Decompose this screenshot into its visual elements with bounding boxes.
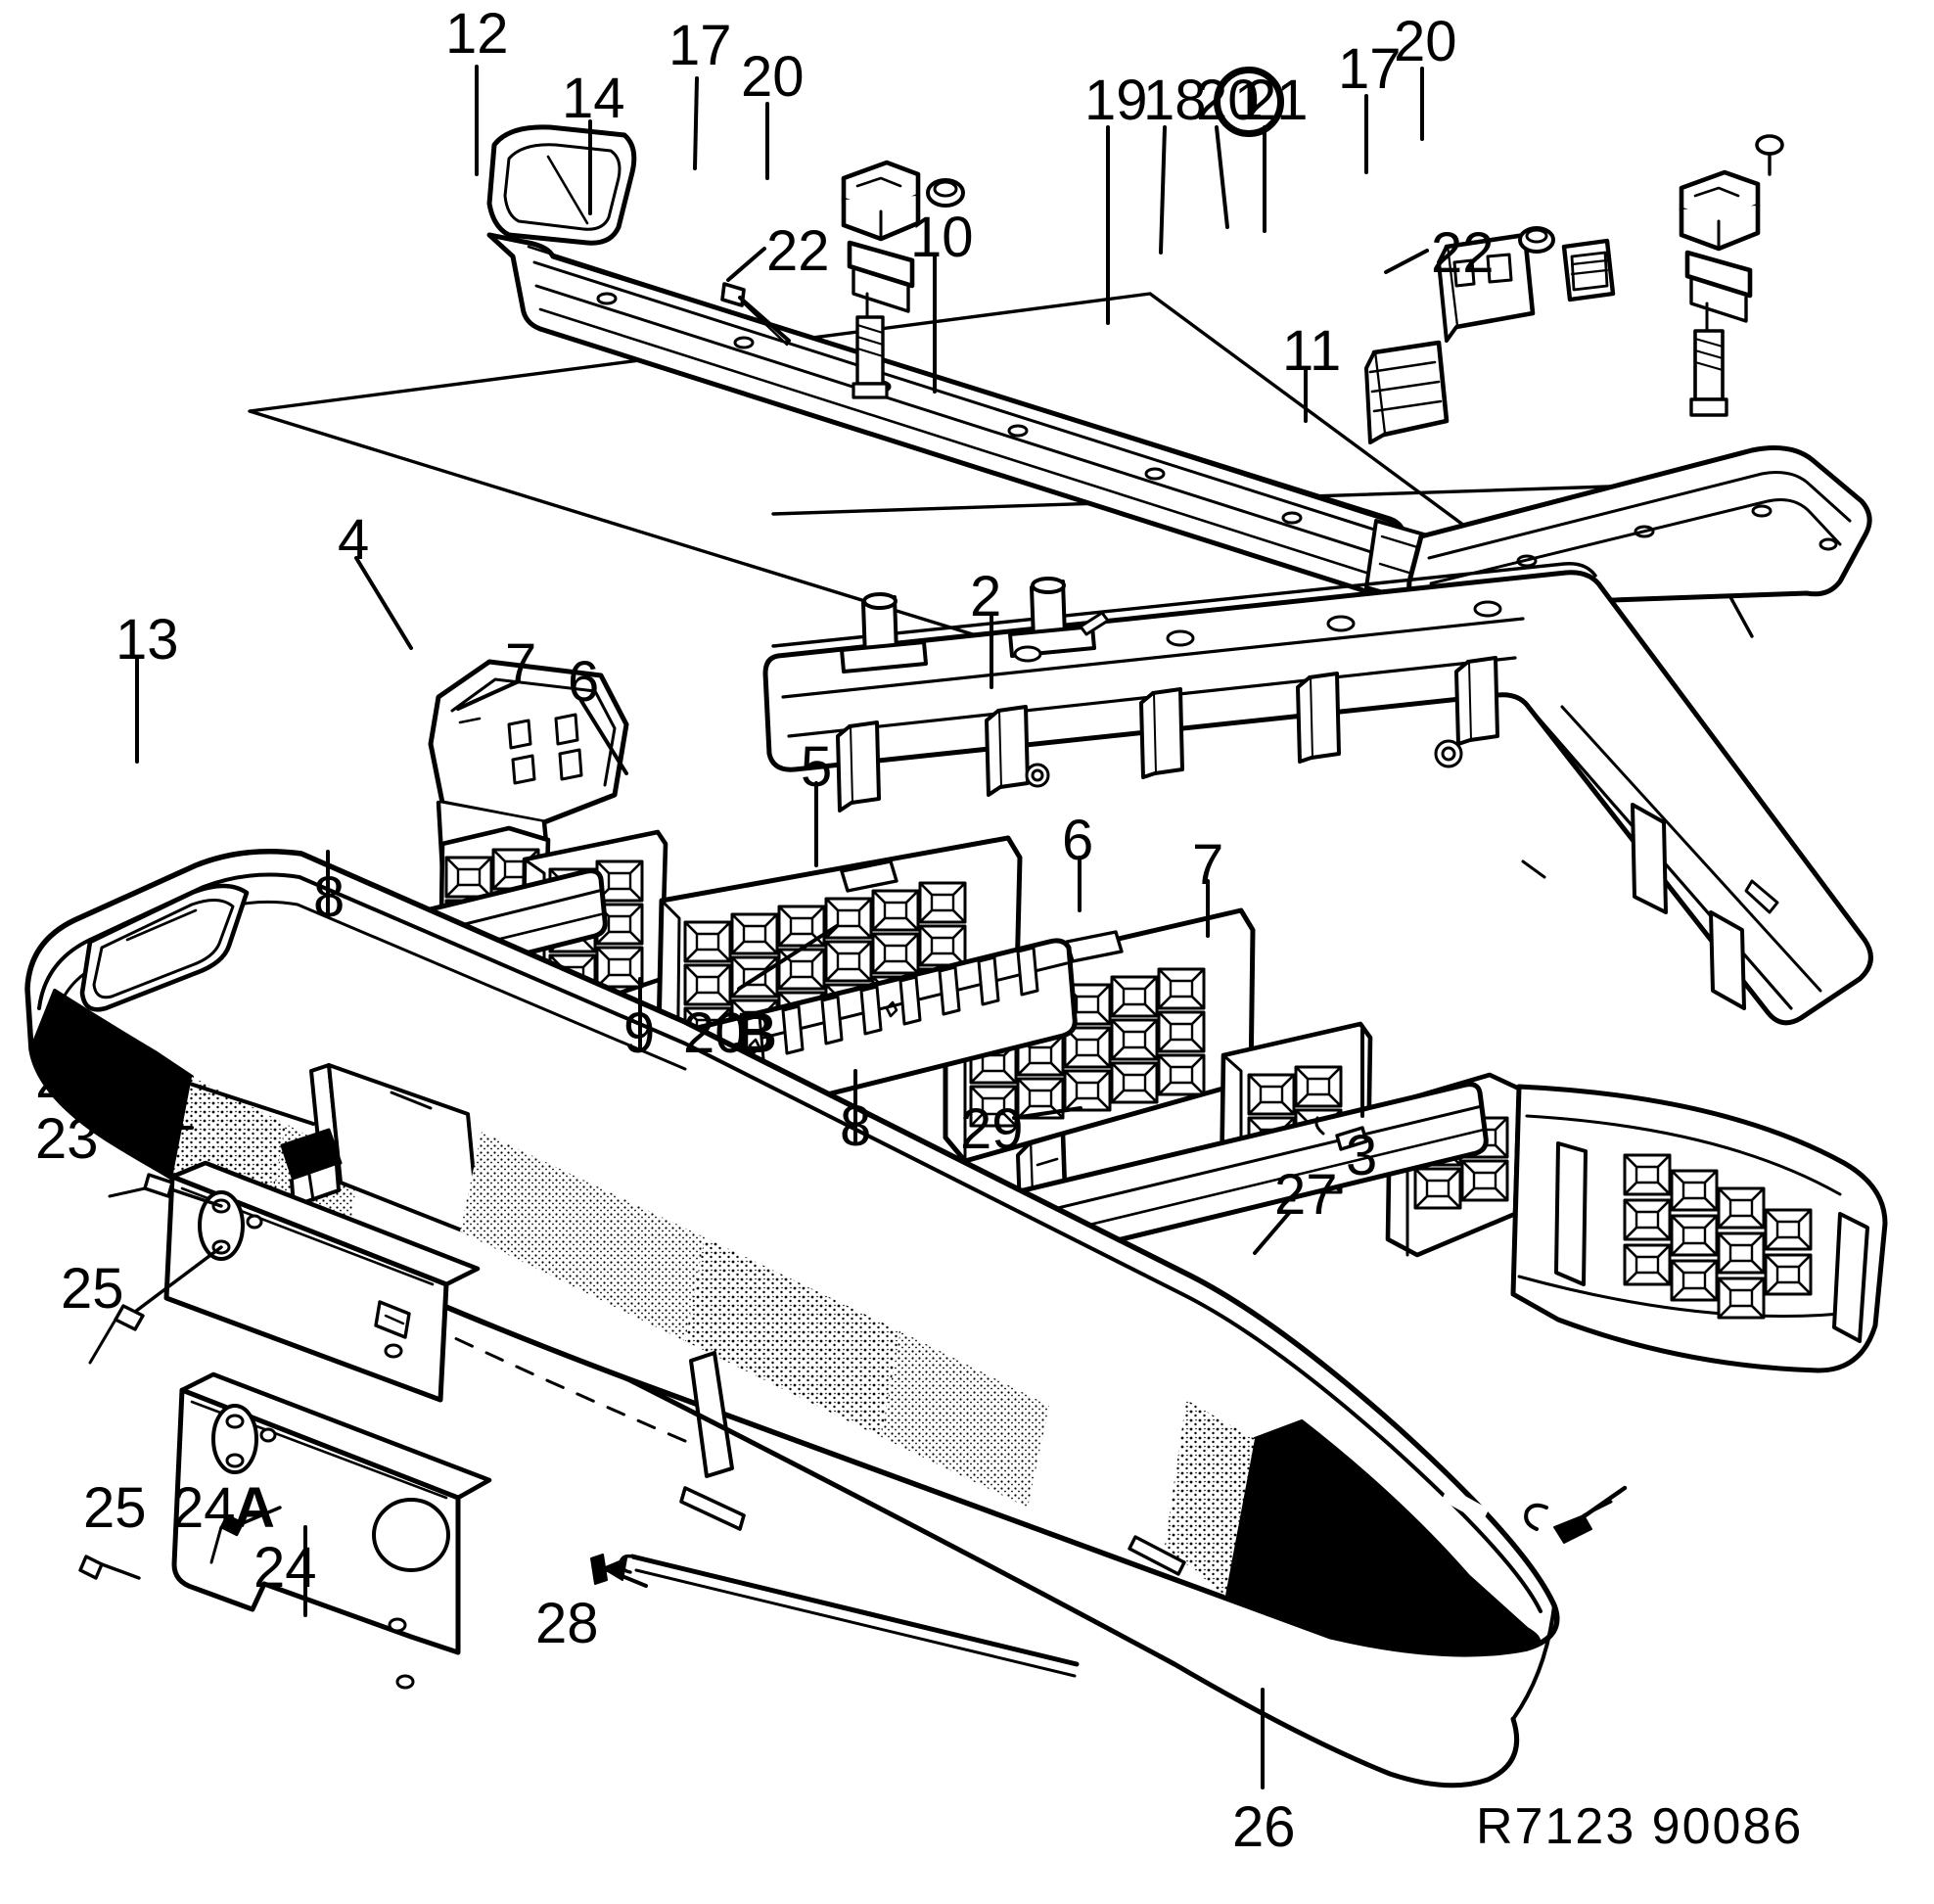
callout-9: 9 [623, 1001, 656, 1065]
callout-29: 29 [960, 1097, 1024, 1161]
callout-20-topleft: 20 [741, 45, 805, 109]
callout-18: 18 [1143, 69, 1207, 132]
callout-11: 11 [1282, 319, 1342, 383]
callout-7-left: 7 [505, 632, 537, 696]
variant-badge: 1 [1214, 67, 1284, 137]
callout-6-right: 6 [1062, 809, 1094, 872]
drawing-code: R7123 90086 [1476, 1798, 1804, 1855]
callout-21: 21 [1245, 69, 1309, 132]
callout-19: 19 [1084, 69, 1148, 132]
callout-20-b: 20 [683, 1001, 747, 1065]
callout-20-topright: 20 [1394, 10, 1457, 73]
callout-24: 24 [253, 1536, 317, 1600]
callout-27: 27 [1274, 1163, 1338, 1227]
callout-23-a-suffix: A [97, 1046, 138, 1110]
callout-24-a-suffix: A [234, 1476, 275, 1540]
callout-8-lower: 8 [840, 1094, 872, 1158]
callout-23-a: 23 [35, 1046, 99, 1110]
callout-20-mid: 20 [1196, 69, 1260, 132]
callout-20-b-suffix: B [736, 1001, 777, 1065]
callout-25-upper: 25 [61, 1257, 124, 1321]
callout-4: 4 [338, 508, 370, 572]
callout-22-right: 22 [1431, 221, 1495, 285]
callout-17-left: 17 [668, 14, 732, 77]
callout-24-a: 24 [172, 1476, 236, 1540]
callout-22-left: 22 [766, 219, 830, 283]
callout-8-upper: 8 [313, 865, 345, 929]
callout-14: 14 [562, 67, 625, 130]
callout-2: 2 [970, 565, 1002, 628]
callout-23: 23 [35, 1107, 99, 1171]
callout-6-left: 6 [568, 650, 600, 714]
callout-17-right: 17 [1338, 37, 1402, 101]
callout-7-right: 7 [1192, 833, 1224, 897]
callout-3: 3 [1346, 1124, 1378, 1187]
callout-28: 28 [535, 1592, 599, 1655]
callout-25-lower: 25 [83, 1476, 147, 1540]
callout-5: 5 [801, 735, 833, 799]
callout-12: 12 [445, 2, 509, 66]
callout-26: 26 [1232, 1795, 1296, 1859]
callout-10: 10 [910, 206, 974, 269]
callout-13: 13 [115, 608, 179, 672]
